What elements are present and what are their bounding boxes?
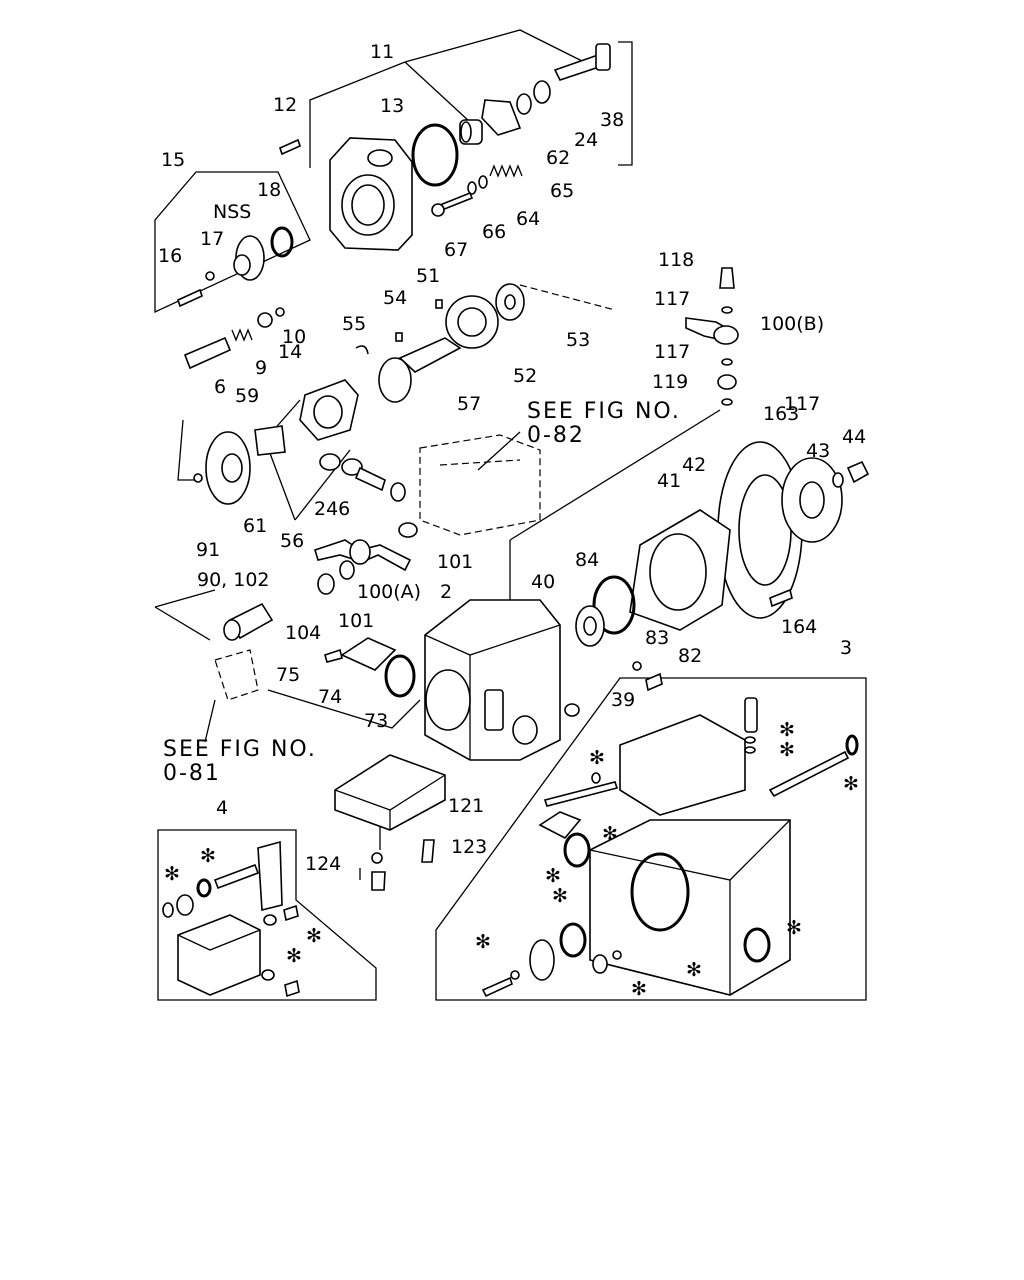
label-73: 73 [364,710,388,732]
label-40: 40 [531,571,555,593]
label-75: 75 [276,664,300,686]
leader-lines [154,29,867,1001]
label-54: 54 [383,287,407,309]
label-17: 17 [200,228,224,250]
label-82: 82 [678,645,702,667]
label-117-top: 117 [654,288,690,310]
see-fig-0-82-line2: 0-82 [527,423,585,448]
label-53: 53 [566,329,590,351]
part-number-labels: 11 12 13 15 18 NSS 16 17 38 24 62 65 64 … [158,41,866,875]
kit-marker: ✻ [631,978,647,1000]
label-6: 6 [214,376,226,398]
label-91: 91 [196,539,220,561]
shaft-assembly [193,283,525,505]
label-74: 74 [318,686,342,708]
kit-marker: ✻ [779,739,795,761]
cover-assembly [177,43,611,370]
label-nss: NSS [213,201,251,223]
label-66: 66 [482,221,506,243]
kit-marker: ✻ [164,863,180,885]
label-16: 16 [158,245,182,267]
label-101-upper: 101 [437,551,473,573]
label-64: 64 [516,208,540,230]
gear-train [575,441,870,692]
label-117-mid: 117 [654,341,690,363]
label-39: 39 [611,689,635,711]
label-57: 57 [457,393,481,415]
see-fig-0-81-line1: SEE FIG NO. [163,737,317,762]
kit-marker: ✻ [286,945,302,967]
label-10: 10 [282,326,306,348]
label-61: 61 [243,515,267,537]
see-fig-0-81-line2: 0-81 [163,761,221,786]
kit-marker: ✻ [475,931,491,953]
label-67: 67 [444,239,468,261]
label-90-102: 90, 102 [197,569,270,591]
label-42: 42 [682,454,706,476]
label-121: 121 [448,795,484,817]
label-246: 246 [314,498,350,520]
label-14: 14 [278,341,302,363]
label-4: 4 [216,797,228,819]
label-55: 55 [342,313,366,335]
kit-marker: ✻ [589,747,605,769]
label-84: 84 [575,549,599,571]
label-12: 12 [273,94,297,116]
label-41: 41 [657,470,681,492]
label-117-bottom: 117 [784,393,820,415]
kit-marker: ✻ [686,959,702,981]
banjo-fitting-b [685,267,739,406]
bracket-121 [334,754,446,891]
kit-marker: ✻ [786,917,802,939]
label-24: 24 [574,129,598,151]
kit-marker: ✻ [306,925,322,947]
label-15: 15 [161,149,185,171]
kit-marker: ✻ [545,865,561,887]
kit-marker: ✻ [200,845,216,867]
label-65: 65 [550,180,574,202]
label-100b: 100(B) [760,313,824,335]
label-52: 52 [513,365,537,387]
kit-3-assembly [481,697,859,998]
label-118: 118 [658,249,694,271]
label-119: 119 [652,371,688,393]
label-59: 59 [235,385,259,407]
label-100a: 100(A) [357,581,421,603]
label-56: 56 [280,530,304,552]
label-51: 51 [416,265,440,287]
label-43: 43 [806,440,830,462]
label-164: 164 [781,616,817,638]
label-104: 104 [285,622,321,644]
label-62: 62 [546,147,570,169]
kit-marker: ✻ [843,773,859,795]
kit-marker: ✻ [602,823,618,845]
see-fig-0-82-line1: SEE FIG NO. [527,399,681,424]
reference-pump-0-82 [419,431,541,536]
label-44: 44 [842,426,866,448]
kit-marker: ✻ [779,719,795,741]
label-9: 9 [255,357,267,379]
label-101-lower: 101 [338,610,374,632]
kit-4-assembly [162,840,300,998]
label-124: 124 [305,853,341,875]
label-13: 13 [380,95,404,117]
main-housing [204,522,580,761]
label-3: 3 [840,637,852,659]
kit-markers: ✻ ✻ ✻ ✻ ✻ ✻ ✻ ✻ ✻ ✻ ✻ ✻ ✻ ✻ ✻ [164,719,859,1000]
label-123: 123 [451,836,487,858]
label-38: 38 [600,109,624,131]
label-83: 83 [645,627,669,649]
label-163: 163 [763,403,799,425]
kit-marker: ✻ [552,885,568,907]
label-18: 18 [257,179,281,201]
figure-references: SEE FIG NO. 0-82 SEE FIG NO. 0-81 [163,399,681,786]
label-11: 11 [370,41,394,63]
label-2: 2 [440,581,452,603]
